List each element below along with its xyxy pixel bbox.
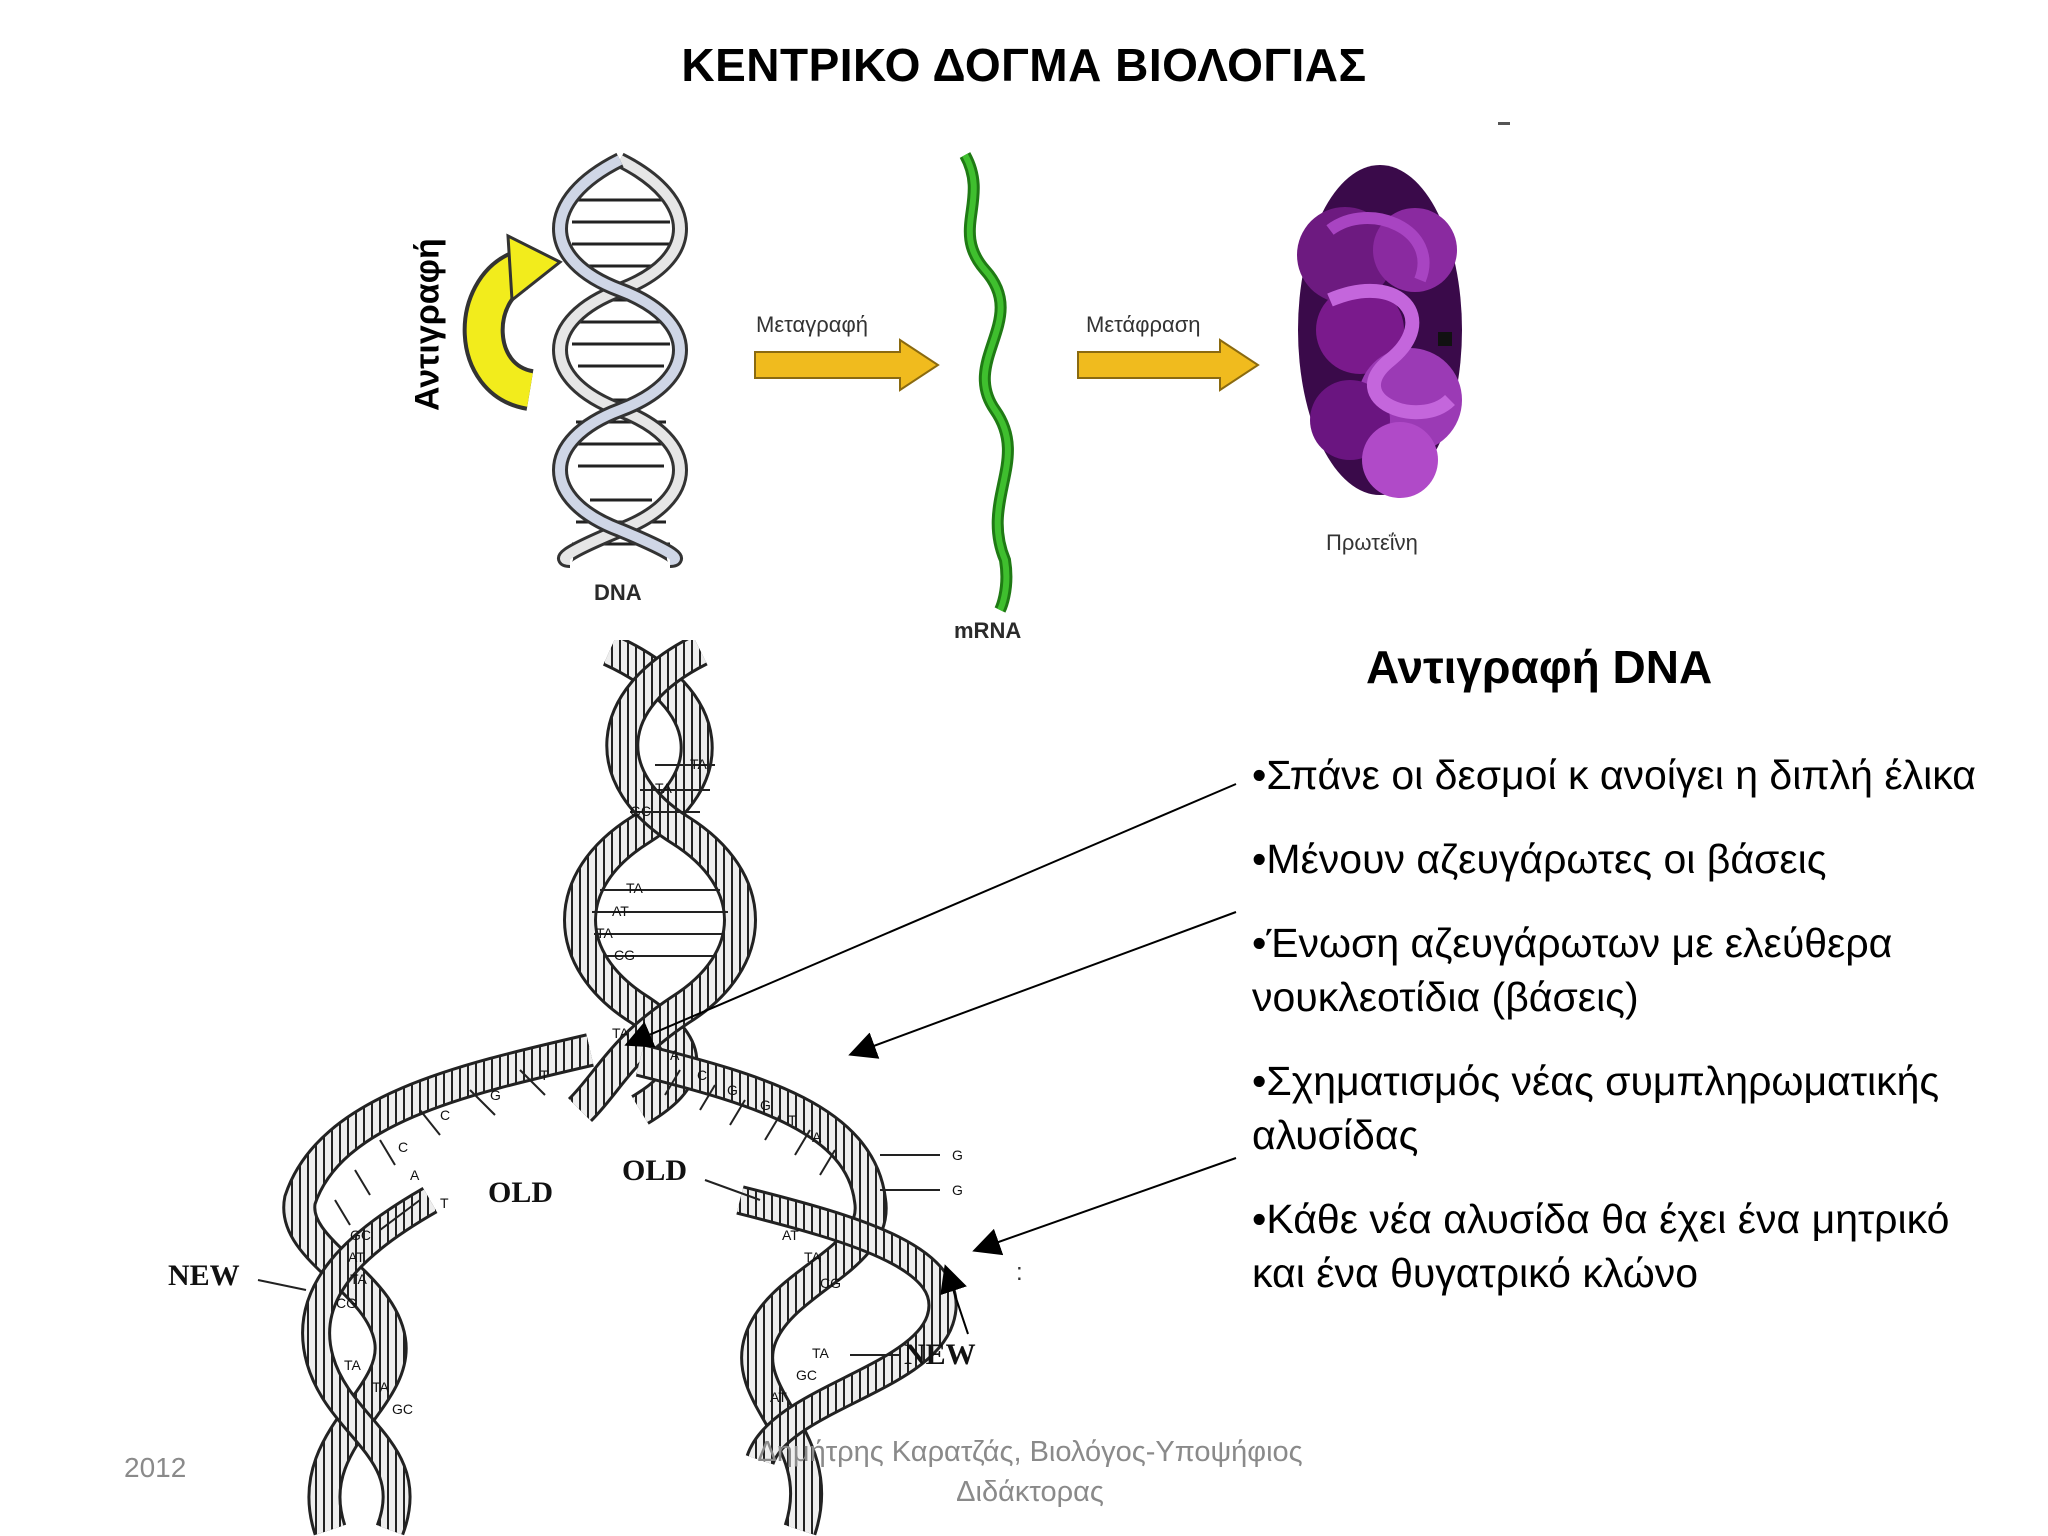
right-new-base-labels: AT TA CG TA GC AT [770, 1227, 841, 1405]
svg-text:T: T [440, 1195, 449, 1211]
parent-base-pairs [592, 764, 728, 957]
arrow-unpaired-bases [848, 911, 1237, 1059]
slide-title: ΚΕΝΤΡΙΚΟ ΔΟΓΜΑ ΒΙΟΛΟΓΙΑΣ [681, 39, 1367, 91]
svg-text:TA: TA [690, 756, 708, 772]
svg-text:TA: TA [804, 1249, 822, 1265]
arrow-new-label [940, 1264, 969, 1335]
bullet-list: •Σπάνε οι δεσμοί κ ανοίγει η διπλή έλικα… [1252, 748, 2012, 1330]
old-left-leader [379, 1199, 421, 1231]
right-daughter-helix [635, 1043, 958, 1536]
replication-arrow [462, 233, 563, 411]
left-new-base-labels: GC AT TA CG TA TA GC [336, 1227, 413, 1417]
svg-text:TA: TA [626, 880, 644, 896]
new-label-right: NEW [904, 1338, 976, 1371]
transcription-arrow [754, 338, 940, 392]
svg-text:GC: GC [796, 1367, 817, 1383]
mrna-label: mRNA [954, 618, 1021, 643]
svg-text:G: G [490, 1087, 501, 1103]
svg-text:T: T [788, 1112, 797, 1128]
svg-text:G: G [727, 1082, 738, 1098]
central-dogma-diagram: DNA Μεταγραφή mRNA Μετάφραση Πρωτεΐνη [462, 122, 1510, 643]
bullet-item: •Ένωση αζευγάρωτων με ελεύθερα νουκλεοτί… [1252, 920, 1893, 1020]
old-right-leader [704, 1179, 761, 1201]
panel-heading: Αντιγραφή DNA [1366, 641, 1713, 693]
bullet-item: •Σπάνε οι δεσμοί κ ανοίγει η διπλή έλικα [1252, 752, 1976, 798]
bullet-item: •Σχηματισμός νέας συμπληρωματικής αλυσίδ… [1252, 1058, 1940, 1158]
svg-text:A: A [812, 1129, 822, 1145]
svg-text:A: A [670, 1047, 680, 1063]
bullet-item: •Μένουν αζευγάρωτες οι βάσεις [1252, 836, 1827, 882]
footer-author: Δημήτρης Καρατζάς, Βιολόγος-Υποψήφιος Δι… [757, 1436, 1303, 1508]
free-base-ticks [334, 1069, 940, 1226]
dna-helix [552, 152, 688, 568]
svg-text:TA: TA [350, 1271, 368, 1287]
svg-text:GC: GC [350, 1227, 371, 1243]
left-daughter-helix [282, 1033, 594, 1536]
svg-text:A: A [410, 1167, 420, 1183]
svg-text:C: C [440, 1107, 450, 1123]
free-base-labels: T G C C A T A C G G T A G G [398, 1047, 963, 1211]
svg-text:TA: TA [344, 1357, 362, 1373]
svg-text:CG: CG [614, 947, 635, 963]
arrow-helix-opens [624, 783, 1237, 1048]
svg-text:AT: AT [782, 1227, 799, 1243]
svg-text:AT: AT [612, 903, 629, 919]
svg-text:TA: TA [372, 1379, 390, 1395]
svg-text:TA: TA [655, 780, 673, 796]
old-label-right: OLD [622, 1154, 687, 1187]
svg-text:GC: GC [630, 803, 651, 819]
svg-text:C: C [398, 1139, 408, 1155]
footer-year: 2012 [124, 1452, 187, 1483]
old-label-left: OLD [488, 1176, 553, 1209]
svg-text:G: G [952, 1147, 963, 1163]
svg-text:G: G [760, 1097, 771, 1113]
bullet-item: •Κάθε νέα αλυσίδα θα έχει ένα μητρικό κα… [1252, 1196, 1950, 1296]
replication-fork-diagram: TA TA GC TA AT TA CG TA T G C C A T [168, 640, 1023, 1536]
svg-text:GC: GC [392, 1401, 413, 1417]
translation-arrow [1077, 338, 1260, 392]
arrow-new-strand [972, 1157, 1237, 1256]
stray-mark [1498, 122, 1510, 125]
svg-text:AT: AT [770, 1389, 787, 1405]
translation-label: Μετάφραση [1086, 312, 1201, 337]
protein-label: Πρωτεΐνη [1326, 530, 1418, 555]
svg-text:G: G [952, 1182, 963, 1198]
stray-colon: : [1016, 1259, 1023, 1286]
new-left-leader [257, 1279, 307, 1291]
parent-helix [563, 640, 757, 1125]
svg-text:AT: AT [348, 1249, 365, 1265]
protein-structure [1297, 165, 1462, 498]
new-label-left: NEW [168, 1259, 240, 1292]
svg-text:CG: CG [820, 1275, 841, 1291]
svg-text:TA: TA [812, 1345, 830, 1361]
transcription-label: Μεταγραφή [756, 312, 868, 337]
svg-text:T: T [540, 1067, 549, 1083]
dna-label: DNA [594, 580, 642, 605]
svg-text:C: C [697, 1067, 707, 1083]
svg-text:TA: TA [596, 925, 614, 941]
svg-text:CG: CG [336, 1295, 357, 1311]
mrna-strand [959, 152, 1014, 613]
